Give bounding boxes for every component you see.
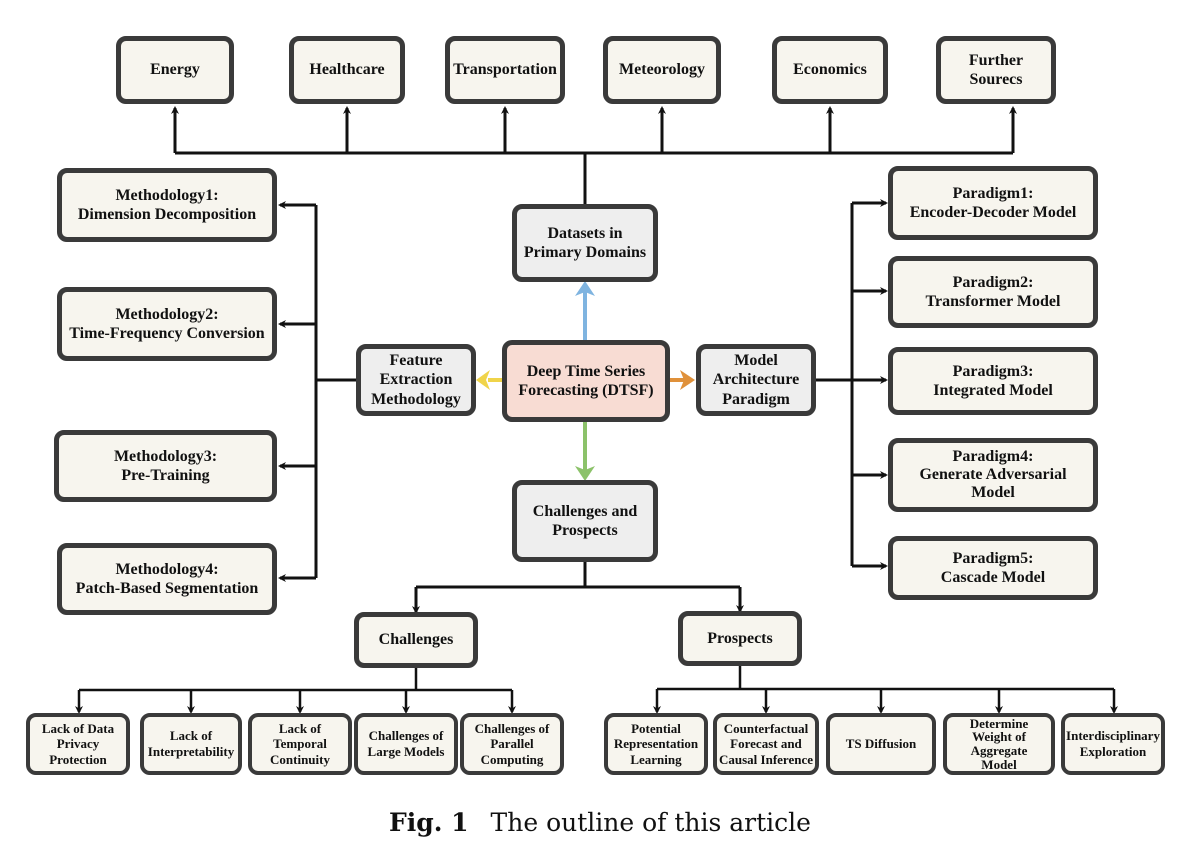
challenge-item-large-models: Challenges of Large Models (354, 713, 458, 775)
challenges-prospects-box: Challenges and Prospects (512, 480, 658, 562)
prospect-item-counterfactual: Counterfactual Forecast and Causal Infer… (713, 713, 819, 775)
challenge-item-parallel-computing: Challenges of Parallel Computing (460, 713, 564, 775)
domain-box-transportation: Transportation (445, 36, 565, 104)
paradigm-connectors (814, 199, 888, 570)
challenges-box: Challenges (354, 612, 478, 668)
model-architecture-box: Model Architecture Paradigm (696, 344, 816, 416)
challenge-item-data-privacy: Lack of Data Privacy Protection (26, 713, 130, 775)
figure-label: Fig. 1 (389, 808, 469, 837)
domain-box-economics: Economics (772, 36, 888, 104)
challenge-item-interpretability: Lack of Interpretability (140, 713, 242, 775)
prospect-item-interdisciplinary: Interdisciplinary Exploration (1061, 713, 1165, 775)
paradigm-box-4: Paradigm4: Generate Adversarial Model (888, 438, 1098, 512)
methodology-box-1: Methodology1: Dimension Decomposition (57, 168, 277, 242)
methodology-box-2: Methodology2: Time-Frequency Conversion (57, 287, 277, 361)
paradigm-box-3: Paradigm3: Integrated Model (888, 347, 1098, 415)
domain-box-further-sources: Further Sourecs (936, 36, 1056, 104)
methodology-box-3: Methodology3: Pre-Training (54, 430, 277, 502)
methodology-connectors (278, 201, 357, 582)
paradigm-box-1: Paradigm1: Encoder-Decoder Model (888, 166, 1098, 240)
cp-connectors (412, 560, 744, 614)
prospect-item-representation-learning: Potential Representation Learning (604, 713, 708, 775)
arrowhead-model (680, 370, 695, 390)
prospect-item-aggregate-weight: Determine Weight of Aggregate Model (943, 713, 1055, 775)
feature-extraction-box: Feature Extraction Methodology (356, 344, 476, 416)
figure-caption: Fig. 1 The outline of this article (0, 808, 1200, 837)
prospect-item-ts-diffusion: TS Diffusion (826, 713, 936, 775)
prospects-box: Prospects (678, 611, 802, 666)
figure-caption-text: The outline of this article (490, 808, 811, 837)
domain-box-healthcare: Healthcare (289, 36, 405, 104)
domain-box-energy: Energy (116, 36, 234, 104)
prospect-item-connectors (653, 664, 1118, 714)
paradigm-box-5: Paradigm5: Cascade Model (888, 536, 1098, 600)
arrowhead-challenges-prospects (575, 466, 595, 481)
paradigm-box-2: Paradigm2: Transformer Model (888, 256, 1098, 328)
center-arrows (476, 281, 695, 481)
domain-box-meteorology: Meteorology (603, 36, 721, 104)
challenge-item-connectors (75, 666, 516, 714)
arrowhead-feature (476, 370, 490, 390)
domain-connectors (171, 106, 1017, 205)
challenge-item-temporal-continuity: Lack of Temporal Continuity (248, 713, 352, 775)
methodology-box-4: Methodology4: Patch-Based Segmentation (57, 543, 277, 615)
datasets-box: Datasets in Primary Domains (512, 204, 658, 282)
arrowhead-datasets (575, 281, 595, 296)
dtsf-center-box: Deep Time Series Forecasting (DTSF) (502, 340, 670, 422)
